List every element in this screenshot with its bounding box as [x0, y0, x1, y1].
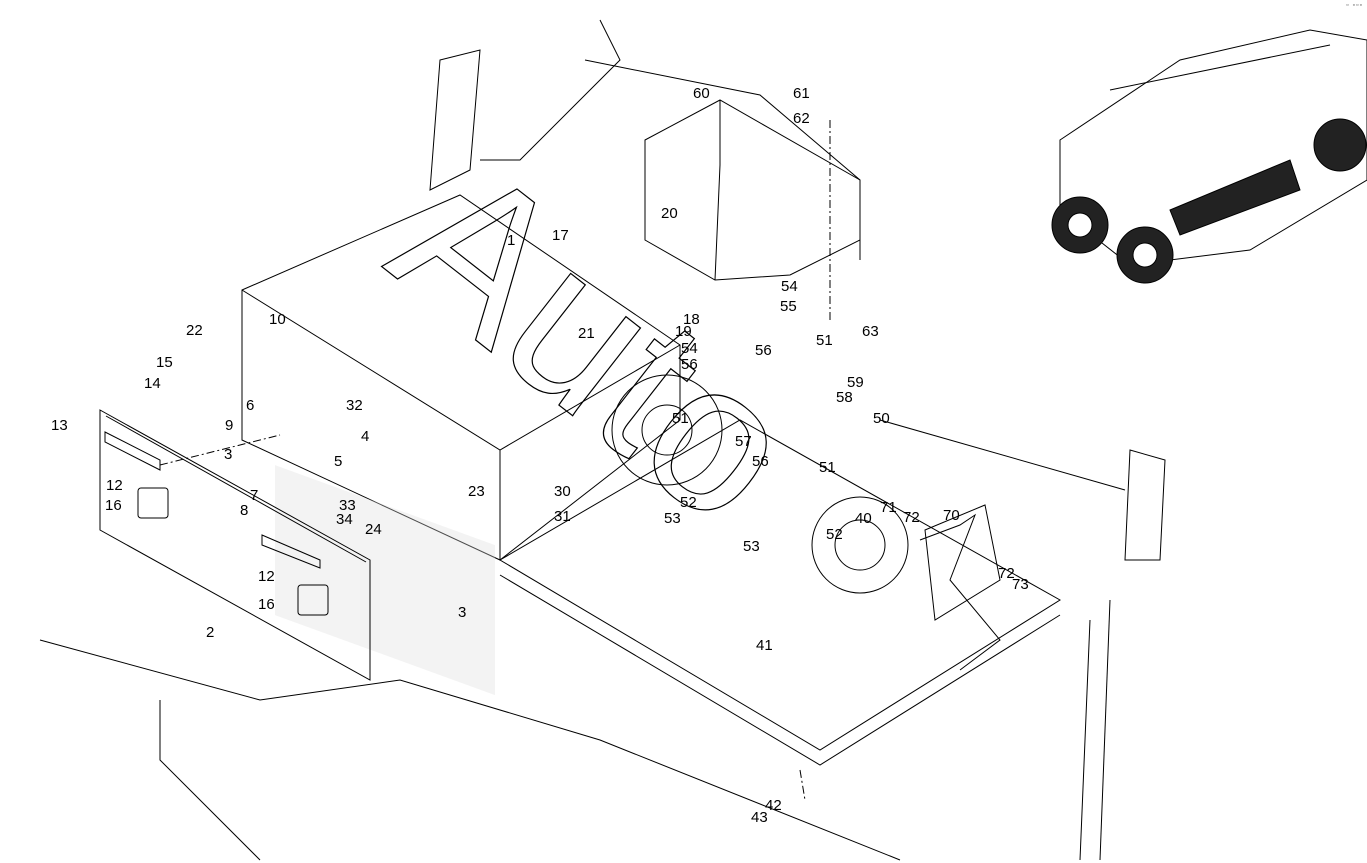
callout-label-51: 51 [819, 459, 836, 476]
callout-label-12: 12 [106, 477, 123, 494]
callout-label-31: 31 [554, 508, 571, 525]
callout-label-56: 56 [755, 342, 772, 359]
callout-label-24: 24 [365, 521, 382, 538]
callout-label-52: 52 [680, 494, 697, 511]
callout-label-4: 4 [361, 428, 370, 445]
callout-label-54: 54 [681, 340, 698, 357]
callout-label-17: 17 [552, 227, 569, 244]
callout-label-50: 50 [873, 410, 890, 427]
callout-label-53: 53 [743, 538, 760, 555]
callout-label-53: 53 [664, 510, 681, 527]
callout-label-51: 51 [672, 410, 689, 427]
callout-label-59: 59 [847, 374, 864, 391]
callout-label-55: 55 [780, 298, 797, 315]
callout-label-41: 41 [756, 637, 773, 654]
inset-vehicle-image [1051, 29, 1367, 284]
callout-label-3: 3 [458, 604, 467, 621]
callout-label-16: 16 [105, 497, 122, 514]
corner-controls[interactable]: ▫︎ ▫︎▫︎▫︎ [1346, 2, 1363, 9]
callout-label-7: 7 [250, 487, 259, 504]
callout-label-70: 70 [943, 507, 960, 524]
callout-label-21: 21 [578, 325, 595, 342]
callout-label-73: 73 [1012, 576, 1029, 593]
door-panel [99, 409, 371, 681]
callout-label-56: 56 [752, 453, 769, 470]
battery-box [241, 194, 681, 561]
callout-label-33: 33 [339, 497, 356, 514]
callout-label-72: 72 [998, 565, 1015, 582]
callout-label-72: 72 [903, 509, 920, 526]
callout-label-14: 14 [144, 375, 161, 392]
line-art [39, 19, 1166, 861]
base-plate [499, 419, 1061, 751]
callout-label-52: 52 [826, 526, 843, 543]
callout-label-51: 51 [816, 332, 833, 349]
callout-label-43: 43 [751, 809, 768, 826]
callout-label-56: 56 [681, 356, 698, 373]
callout-label-16: 16 [258, 596, 275, 613]
callout-label-12: 12 [258, 568, 275, 585]
callout-label-8: 8 [240, 502, 249, 519]
callout-label-40: 40 [855, 510, 872, 527]
callout-label-57: 57 [735, 433, 752, 450]
callout-label-34: 34 [336, 511, 353, 528]
callout-label-30: 30 [554, 483, 571, 500]
callout-label-9: 9 [225, 417, 234, 434]
callout-label-15: 15 [156, 354, 173, 371]
callout-label-5: 5 [334, 453, 343, 470]
callout-label-61: 61 [793, 85, 810, 102]
callout-label-1: 1 [507, 232, 516, 249]
callout-label-42: 42 [765, 797, 782, 814]
callout-label-2: 2 [206, 624, 215, 641]
callout-label-6: 6 [246, 397, 255, 414]
cover [644, 99, 861, 281]
callout-label-32: 32 [346, 397, 363, 414]
callout-label-18: 18 [683, 311, 700, 328]
callout-label-19: 19 [675, 323, 692, 340]
callout-label-22: 22 [186, 322, 203, 339]
callout-label-62: 62 [793, 110, 810, 127]
callout-label-10: 10 [269, 311, 286, 328]
callout-label-20: 20 [661, 205, 678, 222]
callout-label-3: 3 [224, 446, 233, 463]
callout-label-54: 54 [781, 278, 798, 295]
callout-label-58: 58 [836, 389, 853, 406]
callout-label-13: 13 [51, 417, 68, 434]
callout-label-71: 71 [880, 499, 897, 516]
callout-label-23: 23 [468, 483, 485, 500]
callout-label-63: 63 [862, 323, 879, 340]
callout-label-60: 60 [693, 85, 710, 102]
